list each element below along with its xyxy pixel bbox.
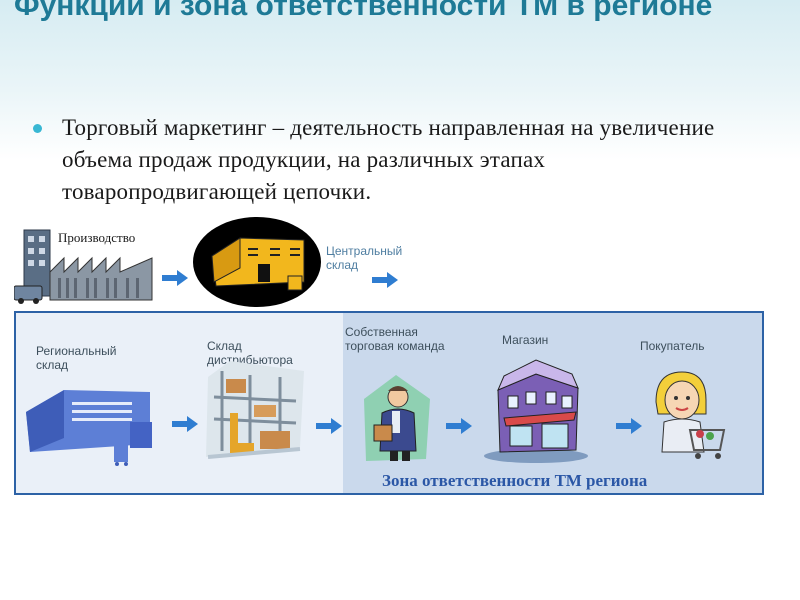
- sales-rep-icon: [364, 375, 430, 461]
- arrow-right-icon: [372, 272, 398, 288]
- factory-icon: [14, 229, 153, 304]
- slide-title: Функции и зона ответственности ТМ в реги…: [14, 0, 713, 22]
- label-production: Производство: [58, 230, 136, 245]
- distributor-warehouse-icon: [206, 361, 304, 459]
- label-own-sales-team: Собственная торговая команда: [345, 325, 445, 353]
- arrow-right-icon: [446, 418, 472, 434]
- arrow-right-icon: [172, 416, 198, 432]
- arrow-right-icon: [162, 270, 188, 286]
- bullet-text: Торговый маркетинг – деятельность направ…: [62, 115, 715, 204]
- label-buyer: Покупатель: [640, 339, 705, 353]
- store-icon: [484, 359, 588, 463]
- label-regional-warehouse: Региональный склад: [36, 344, 117, 372]
- arrow-right-icon: [316, 418, 342, 434]
- bullet-dot: [33, 124, 42, 133]
- arrow-right-icon: [616, 418, 642, 434]
- central-warehouse-icon: [193, 217, 321, 307]
- buyer-icon: [655, 371, 726, 459]
- label-central-warehouse: Центральный склад: [326, 244, 403, 272]
- zone-label: Зона ответственности ТМ региона: [382, 471, 648, 490]
- label-store: Магазин: [502, 333, 549, 347]
- regional-warehouse-icon: [26, 390, 152, 466]
